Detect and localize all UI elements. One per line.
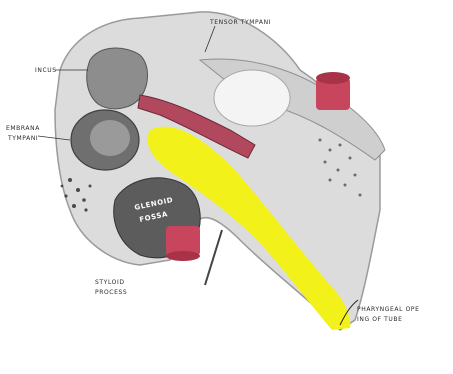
styloid-process xyxy=(205,230,222,285)
label-membrana-line2: TYMPANI xyxy=(7,135,38,142)
label-styloid-line1: STYLOID xyxy=(95,279,125,286)
label-pharyngeal-line2: ING OF TUBE xyxy=(357,316,402,323)
label-tensor-tympani: TENSOR TYMPANI xyxy=(209,19,271,26)
label-styloid-line2: PROCESS xyxy=(95,289,127,296)
label-incus: INCUS xyxy=(35,67,57,74)
vessel-upper xyxy=(316,72,350,110)
vessel-lower xyxy=(166,226,200,261)
tympanic-membrane-center xyxy=(90,120,130,156)
label-pharyngeal-line1: PHARYNGEAL OPE xyxy=(357,306,420,313)
bony-cavity xyxy=(214,70,290,126)
label-membrana-line1: EMBRANA xyxy=(6,125,40,132)
incus-ossicle xyxy=(87,48,148,109)
